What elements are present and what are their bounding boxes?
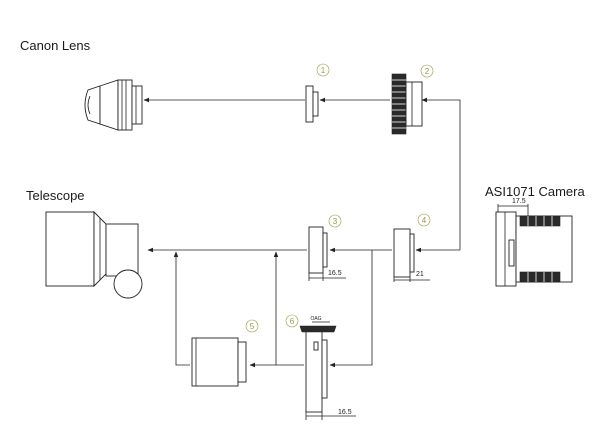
arrow-part-4-to-oag: [329, 250, 373, 368]
arrow-part-5-to-telescope: [173, 251, 190, 366]
part-3-marker: [328, 214, 342, 228]
part-3-dimension: 16.5: [328, 270, 342, 277]
oag-label: OAG: [310, 316, 321, 322]
part-2-number: 2: [425, 67, 430, 76]
part-6-number: 6: [290, 317, 295, 326]
part-4-adapter: [393, 228, 430, 282]
part-5-marker: [245, 319, 259, 333]
part-5-number: 5: [250, 322, 255, 331]
arrow-camera-to-part-2: [421, 97, 461, 250]
part-3-adapter: [308, 226, 346, 281]
canon-lens-drawing: [84, 79, 143, 131]
part-1-adapter: [305, 85, 319, 123]
part-2-marker: [420, 64, 434, 78]
part-1-marker: [316, 63, 330, 77]
arrow-oag-to-telescope: [273, 251, 304, 366]
part-4-marker: [417, 213, 431, 227]
telescope-drawing: [45, 210, 143, 299]
part-4-number: 4: [422, 216, 427, 225]
telescope-label: Telescope: [26, 188, 85, 203]
part-2-adapter: [391, 73, 423, 135]
part-1-number: 1: [321, 66, 326, 75]
part-6-oag: [299, 321, 356, 420]
camera-label: ASI1071 Camera: [485, 184, 585, 199]
part-6-marker: [285, 314, 299, 328]
camera-dimension: 17.5: [512, 198, 526, 205]
canon-lens-label: Canon Lens: [20, 38, 91, 53]
part-3-number: 3: [333, 217, 338, 226]
part-6-dimension: 16.5: [338, 409, 352, 416]
part-5-extension: [191, 337, 247, 387]
part-4-dimension: 21: [416, 271, 424, 278]
asi1071-camera-drawing: [495, 204, 573, 287]
